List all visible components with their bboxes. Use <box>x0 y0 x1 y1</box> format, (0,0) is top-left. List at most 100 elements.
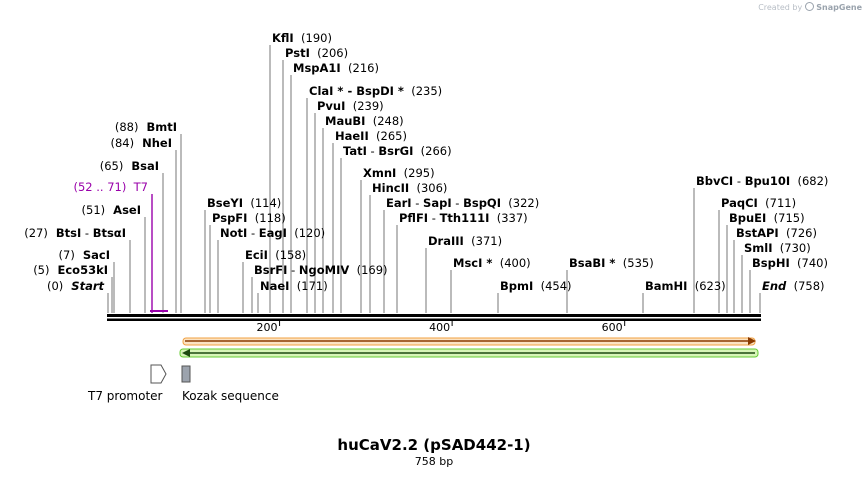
site-label[interactable]: ClaI * - BspDI * (235) <box>309 84 442 98</box>
sequence-backbone-bottom <box>107 318 761 321</box>
site-enzyme-name: BtsαI <box>93 226 126 240</box>
site-position: - <box>733 174 744 188</box>
site-label[interactable]: (51) AseI <box>82 203 141 217</box>
site-label[interactable]: HincII (306) <box>372 181 447 195</box>
site-label[interactable]: BpuEI (715) <box>729 211 805 225</box>
site-enzyme-name: BamHI <box>645 279 687 293</box>
site-label[interactable]: BseYI (114) <box>207 196 281 210</box>
site-enzyme-name: ClaI <box>309 84 333 98</box>
snapgene-credit: Created by SnapGene <box>758 2 862 12</box>
site-label[interactable]: NotI - EagI (120) <box>220 226 325 240</box>
site-enzyme-name: BspQI <box>463 196 501 210</box>
site-enzyme-name: PvuI <box>317 99 345 113</box>
site-label[interactable]: End (758) <box>762 279 825 293</box>
site-position: - <box>287 263 298 277</box>
site-label[interactable]: BamHI (623) <box>645 279 726 293</box>
site-position: (758) <box>786 279 824 293</box>
site-enzyme-name: PspFI <box>212 211 247 225</box>
site-enzyme-name: BsrFI <box>254 263 287 277</box>
site-enzyme-name: BsrGI <box>378 144 413 158</box>
site-label[interactable]: HaeII (265) <box>335 129 407 143</box>
site-position: (715) <box>766 211 804 225</box>
site-position: (322) <box>501 196 539 210</box>
site-position: (52 .. 71) <box>73 180 126 194</box>
site-enzyme-name: XmnI <box>363 166 396 180</box>
site-label[interactable]: XmnI (295) <box>363 166 435 180</box>
site-label[interactable]: PvuI (239) <box>317 99 384 113</box>
site-position: (171) <box>289 279 327 293</box>
t7-promoter-label: T7 promoter <box>87 389 163 403</box>
site-position: T7 <box>126 180 148 194</box>
site-label[interactable]: (84) NheI <box>110 136 172 150</box>
site-position: - <box>81 226 92 240</box>
site-position: (0) <box>47 279 63 293</box>
site-position: - <box>247 226 258 240</box>
site-label[interactable]: TatI - BsrGI (266) <box>343 144 452 158</box>
site-label[interactable]: (0) Start <box>47 279 105 293</box>
site-label[interactable]: DraIII (371) <box>428 234 502 248</box>
orf-reverse-arrow[interactable] <box>179 348 759 358</box>
site-label[interactable]: SmlI (730) <box>744 241 811 255</box>
site-label[interactable]: BsrFI - NgoMIV (169) <box>254 263 388 277</box>
site-position: (295) <box>396 166 434 180</box>
site-label[interactable]: (5) Eco53kI <box>33 263 108 277</box>
site-label[interactable]: EciI (158) <box>245 248 306 262</box>
site-position: (726) <box>779 226 817 240</box>
site-label[interactable]: NaeI (171) <box>260 279 328 293</box>
site-enzyme-name: EarI <box>386 196 412 210</box>
site-enzyme-name: BseYI <box>207 196 243 210</box>
site-enzyme-name: MauBI <box>325 114 365 128</box>
site-label[interactable]: BspHI (740) <box>752 256 828 270</box>
site-position: (400) <box>492 256 530 270</box>
site-position: (7) <box>59 248 75 262</box>
axis-tick-label: 200 <box>257 321 278 334</box>
site-label[interactable]: MspA1I (216) <box>293 61 379 75</box>
site-enzyme-name: AseI <box>105 203 141 217</box>
site-position: (371) <box>464 234 502 248</box>
site-enzyme-name: BmtI <box>138 120 177 134</box>
site-label[interactable]: BpmI (454) <box>500 279 572 293</box>
site-label[interactable]: BbvCI - Bpu10I (682) <box>696 174 828 188</box>
site-enzyme-name: TatI <box>343 144 367 158</box>
site-label[interactable]: (88) BmtI <box>115 120 177 134</box>
site-label[interactable]: MauBI (248) <box>325 114 404 128</box>
site-position: (239) <box>345 99 383 113</box>
orf-forward-arrow[interactable] <box>182 337 756 346</box>
site-label[interactable]: PflFI - Tth111I (337) <box>399 211 528 225</box>
site-label[interactable]: (52 .. 71) T7 <box>73 180 148 194</box>
site-label[interactable]: PspFI (118) <box>212 211 286 225</box>
site-enzyme-name: BpuEI <box>729 211 766 225</box>
site-label[interactable]: MscI * (400) <box>453 256 531 270</box>
site-label[interactable]: (27) BtsI - BtsαI <box>24 226 126 240</box>
site-label[interactable]: (65) BsaI <box>100 159 159 173</box>
site-position: (682) <box>790 174 828 188</box>
site-enzyme-name: * - <box>333 84 356 98</box>
site-label[interactable]: PaqCI (711) <box>721 196 796 210</box>
site-label[interactable]: KflI (190) <box>272 31 332 45</box>
site-label[interactable]: BstAPI (726) <box>736 226 817 240</box>
site-position: (730) <box>773 241 811 255</box>
site-enzyme-name: NgoMIV <box>299 263 349 277</box>
site-position: (535) <box>615 256 653 270</box>
site-enzyme-name: SmlI <box>744 241 773 255</box>
site-position: (27) <box>24 226 48 240</box>
site-position: (711) <box>758 196 796 210</box>
site-enzyme-name: HincII <box>372 181 409 195</box>
site-label[interactable]: BsaBI * (535) <box>569 256 654 270</box>
site-enzyme-name: NotI <box>220 226 247 240</box>
site-label[interactable]: PstI (206) <box>285 46 348 60</box>
kozak-sequence-feature[interactable]: Kozak sequence <box>181 365 279 403</box>
site-position: (120) <box>287 226 325 240</box>
site-enzyme-name: BspHI <box>752 256 790 270</box>
site-enzyme-name: PflFI <box>399 211 428 225</box>
site-position: (266) <box>413 144 451 158</box>
site-enzyme-name: Bpu10I <box>745 174 790 188</box>
site-position: (337) <box>489 211 527 225</box>
site-enzyme-name: EagI <box>259 226 287 240</box>
site-label[interactable]: EarI - SapI - BspQI (322) <box>386 196 539 210</box>
site-position: (206) <box>310 46 348 60</box>
t7-promoter-feature[interactable]: T7 promoter <box>87 364 167 403</box>
site-position: (190) <box>294 31 332 45</box>
site-label[interactable]: (7) SacI <box>59 248 110 262</box>
site-enzyme-name: BsaI <box>123 159 159 173</box>
